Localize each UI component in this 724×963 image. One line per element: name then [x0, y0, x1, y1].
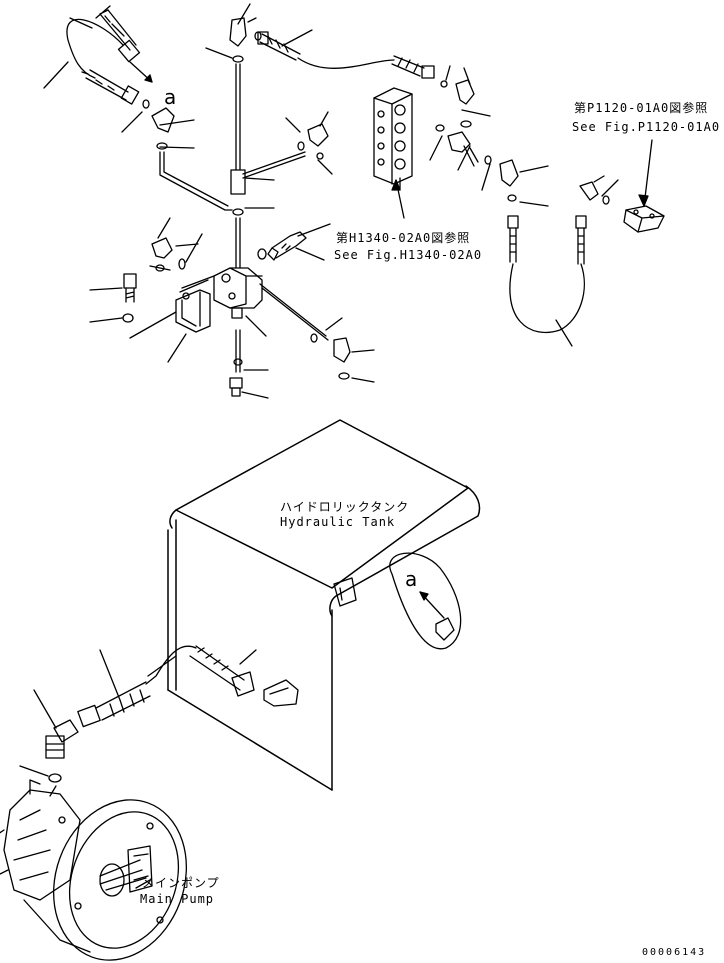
valve-block [213, 267, 329, 341]
pump-elbow [45, 719, 79, 783]
pump-label-en: Main Pump [140, 892, 215, 906]
elbow-fitting-left [142, 99, 175, 150]
p1120-ref-en: See Fig.P1120-01A0 [572, 120, 721, 134]
p1120-fittings [579, 181, 665, 233]
arrow-head [144, 74, 153, 83]
elbow-fitting-lower [310, 333, 351, 380]
valve-fittings [151, 231, 307, 272]
tank-label-en: Hydraulic Tank [280, 515, 396, 529]
h1340-ref-ja: 第H1340-02A0図参照 [336, 231, 471, 245]
drawing-number: 00006143 [642, 947, 707, 958]
mounting-bracket [175, 289, 211, 333]
main-pump [0, 779, 188, 961]
callout-a-tank: a [405, 567, 419, 591]
bolt-left [122, 273, 137, 323]
tank-label-ja: ハイドロリックタンク [280, 500, 410, 514]
manifold-block [373, 87, 413, 191]
elbow-fitting-center [297, 123, 329, 160]
vertical-tube [229, 17, 257, 397]
center-hose [254, 31, 435, 79]
callout-a-bubble [389, 552, 462, 650]
hydraulic-tank [167, 419, 481, 791]
suction-hose [77, 645, 299, 728]
h1340-ref-en: See Fig.H1340-02A0 [334, 248, 483, 262]
pump-label-ja: メインポンプ [142, 876, 220, 890]
right-hose [507, 215, 587, 334]
p1120-ref-ja: 第P1120-01A0図参照 [574, 101, 709, 115]
upper-left-hose [66, 5, 141, 105]
manifold-fittings [435, 79, 519, 202]
callout-a-top: a [164, 85, 178, 109]
p1120-leader [643, 139, 653, 207]
